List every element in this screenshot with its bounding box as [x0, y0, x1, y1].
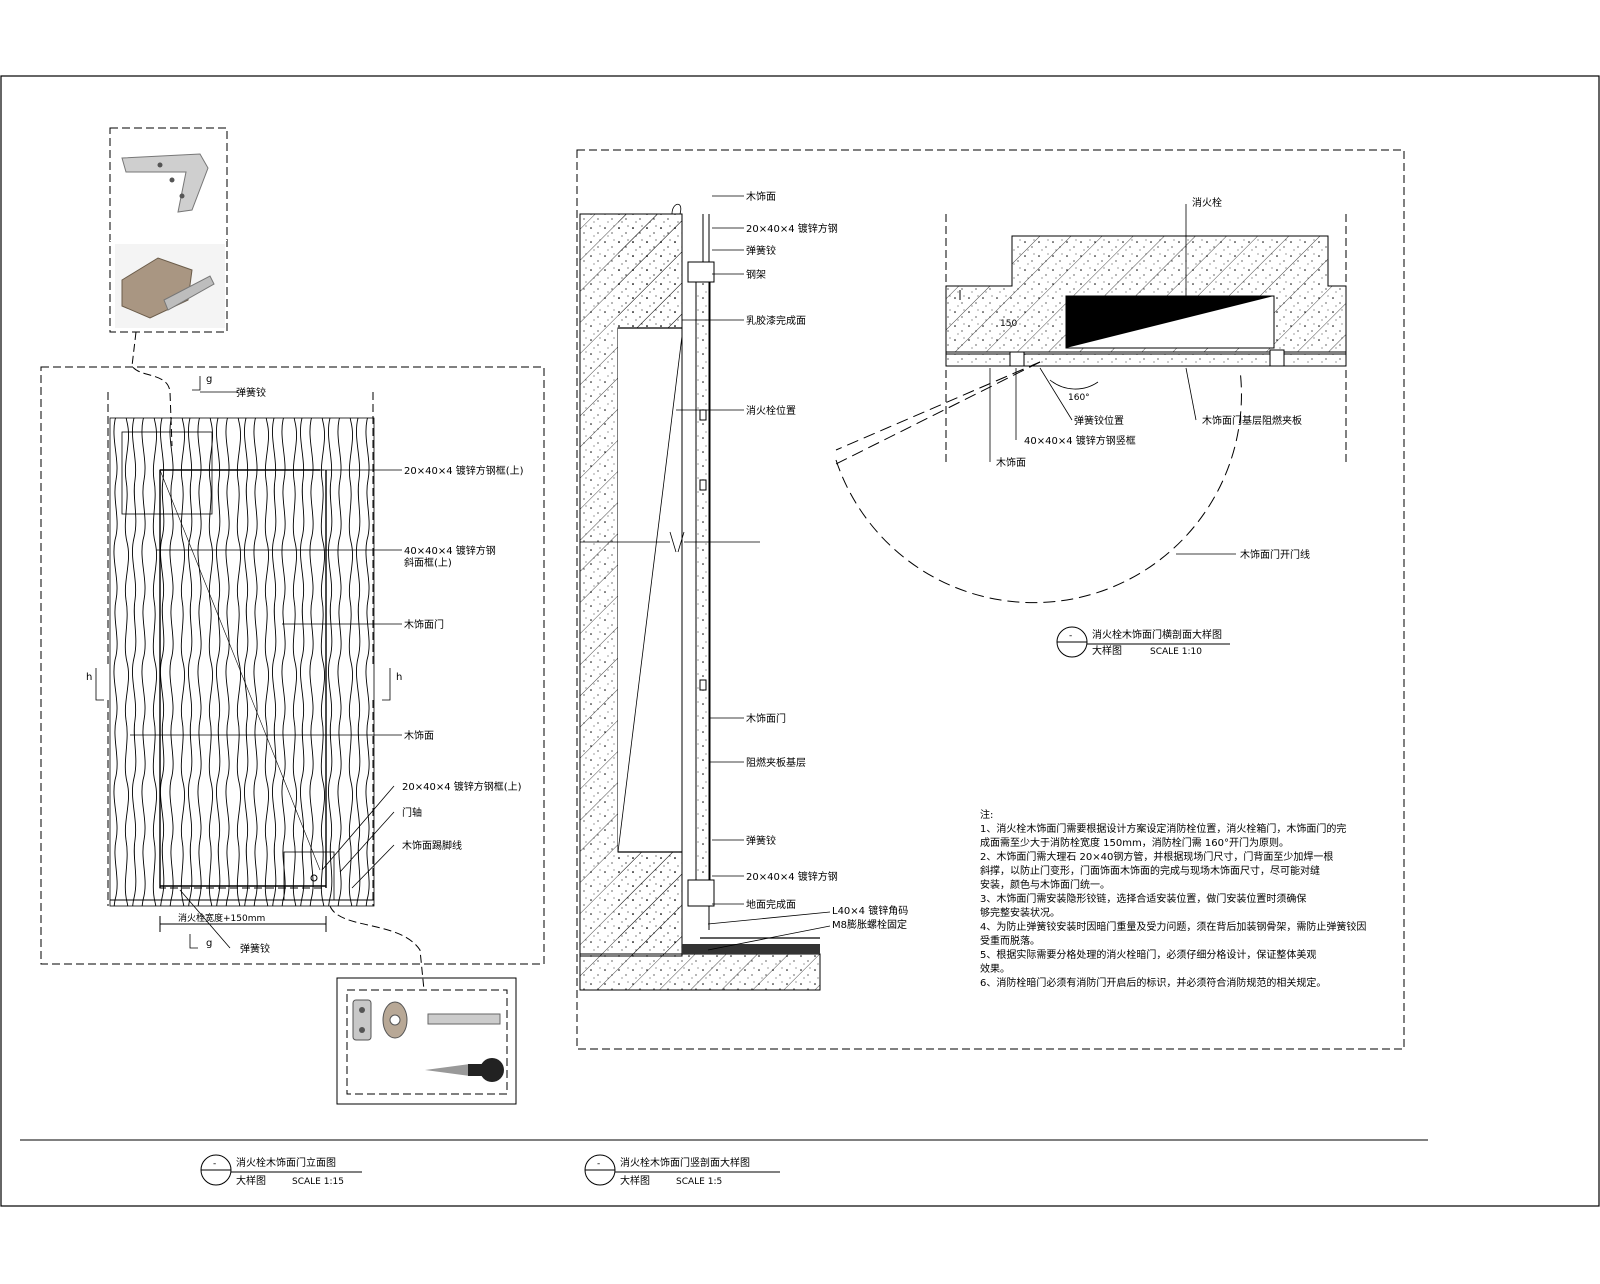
concrete-wall [579, 213, 683, 957]
elev-label-3: 斜面框(上) [404, 556, 452, 569]
title-section: - 消火栓木饰面门竖剖面大样图 大样图 SCALE 1:5 [584, 1154, 780, 1187]
svg-text:h: h [86, 672, 92, 683]
elev-label-0: 弹簧铰 [236, 386, 266, 399]
magnet-catch-photo-icon [115, 244, 225, 328]
svg-text:木饰面: 木饰面 [746, 190, 776, 203]
section-frame [576, 149, 1405, 1050]
floor-section [579, 937, 821, 991]
lock-photo-icon [352, 999, 504, 1082]
elev-label-1: 20×40×4 镀锌方钢框(上) [404, 464, 524, 477]
section-mark-h-left: h [86, 668, 104, 701]
svg-text:h: h [396, 672, 402, 683]
svg-text:消火栓位置: 消火栓位置 [746, 404, 796, 417]
svg-text:M8膨胀螺栓固定: M8膨胀螺栓固定 [832, 918, 907, 931]
svg-text:斜撑，以防止门变形，门面饰面木饰面的完成与现场木饰面尺寸，尽: 斜撑，以防止门变形，门面饰面木饰面的完成与现场木饰面尺寸，尽可能对缝 [980, 864, 1320, 877]
svg-text:150: 150 [1000, 319, 1017, 329]
section-mark-g-top: g [192, 374, 212, 391]
svg-text:-: - [597, 1159, 600, 1169]
svg-text:注:: 注: [980, 808, 993, 821]
lock-photo-frame [336, 977, 517, 1105]
svg-text:20×40×4 镀锌方钢: 20×40×4 镀锌方钢 [746, 870, 838, 883]
svg-text:消火栓木饰面门横剖面大样图: 消火栓木饰面门横剖面大样图 [1092, 628, 1222, 641]
svg-text:安装，颜色与木饰面门统一。: 安装，颜色与木饰面门统一。 [980, 878, 1110, 891]
svg-text:大样图: 大样图 [620, 1174, 650, 1187]
section-labels: 木饰面 20×40×4 镀锌方钢 弹簧铰 钢架 乳胶漆完成面 消火栓位置 木饰面… [676, 190, 908, 951]
svg-text:木饰面门基层阻燃夹板: 木饰面门基层阻燃夹板 [1202, 414, 1302, 427]
elev-label-8: 木饰面踢脚线 [402, 839, 462, 852]
elevation-frame [40, 366, 545, 965]
svg-text:6、消防栓暗门必须有消防门开启后的标识，并必须符合消防规范的: 6、消防栓暗门必须有消防门开启后的标识，并必须符合消防规范的相关规定。 [980, 976, 1326, 989]
plan-labels: 消火栓 弹簧铰位置 木饰面门基层阻燃夹板 40×40×4 镀锌方钢竖框 木饰面 … [989, 196, 1310, 561]
hinge-photo-icon [121, 153, 209, 213]
svg-text:40×40×4 镀锌方钢竖框: 40×40×4 镀锌方钢竖框 [1024, 434, 1136, 447]
title-elevation: - 消火栓木饰面门立面图 大样图 SCALE 1:15 [200, 1154, 362, 1187]
svg-text:g: g [206, 374, 212, 385]
svg-text:5、根据实际需要分格处理的消火栓暗门，必须仔细分格设计，保证: 5、根据实际需要分格处理的消火栓暗门，必须仔细分格设计，保证整体美观 [980, 948, 1316, 961]
svg-text:SCALE 1:5: SCALE 1:5 [676, 1177, 722, 1187]
svg-text:-: - [213, 1159, 216, 1169]
svg-text:L40×4 镀锌角码: L40×4 镀锌角码 [832, 904, 908, 917]
svg-text:弹簧铰: 弹簧铰 [746, 834, 776, 847]
elev-label-4: 木饰面门 [404, 618, 444, 631]
plan-title: - 消火栓木饰面门横剖面大样图 大样图 SCALE 1:10 [1056, 626, 1230, 658]
hinge-photo-frame [109, 127, 228, 333]
svg-text:受重而脱落。: 受重而脱落。 [980, 934, 1040, 947]
svg-text:2、木饰面门需大理石 20×40钢方管，并根据现场门尺寸，门: 2、木饰面门需大理石 20×40钢方管，并根据现场门尺寸，门背面至少加焊一根 [980, 850, 1333, 863]
svg-text:g: g [206, 938, 212, 949]
elev-label-6: 20×40×4 镀锌方钢框(上) [402, 780, 522, 793]
elev-label-7: 门轴 [402, 806, 422, 819]
svg-text:SCALE 1:10: SCALE 1:10 [1150, 647, 1202, 657]
svg-text:-: - [1069, 631, 1072, 641]
elev-label-2: 40×40×4 镀锌方钢 [404, 544, 496, 557]
elevation-labels: 弹簧铰 20×40×4 镀锌方钢框(上) 40×40×4 镀锌方钢 斜面框(上)… [130, 386, 524, 955]
svg-text:4、为防止弹簧铰安装时因暗门重量及受力问题，须在背后加装钢骨: 4、为防止弹簧铰安装时因暗门重量及受力问题，须在背后加装钢骨架，需防止弹簧铰因 [980, 920, 1366, 933]
svg-text:1、消火栓木饰面门需要根据设计方案设定消防栓位置，消火栓箱门: 1、消火栓木饰面门需要根据设计方案设定消防栓位置，消火栓箱门，木饰面门的完 [980, 822, 1346, 835]
elev-label-5: 木饰面 [404, 729, 434, 742]
svg-text:SCALE 1:15: SCALE 1:15 [292, 1177, 344, 1187]
section-mark-g-bottom: g [189, 934, 212, 949]
hinge-photo-divider [110, 240, 227, 241]
svg-text:弹簧铰: 弹簧铰 [746, 244, 776, 257]
svg-text:20×40×4 镀锌方钢: 20×40×4 镀锌方钢 [746, 222, 838, 235]
svg-text:够完整安装状况。: 够完整安装状况。 [980, 906, 1060, 919]
svg-text:效果。: 效果。 [980, 962, 1010, 975]
svg-text:钢架: 钢架 [746, 268, 766, 281]
section-mark-h-right: h [382, 668, 402, 701]
width-dimension: 消火栓宽度+150mm [159, 912, 327, 932]
sheet-border [0, 75, 1600, 1207]
svg-text:大样图: 大样图 [1092, 644, 1122, 657]
svg-text:消火栓木饰面门立面图: 消火栓木饰面门立面图 [236, 1156, 336, 1169]
svg-text:成面需至少大于消防栓宽度 150mm，消防栓门需 160°开: 成面需至少大于消防栓宽度 150mm，消防栓门需 160°开门为原则。 [980, 836, 1289, 849]
svg-text:3、木饰面门需安装隐形铰链，选择合适安装位置，做门安装位置时: 3、木饰面门需安装隐形铰链，选择合适安装位置，做门安装位置时须确保 [980, 892, 1306, 905]
svg-text:木饰面门: 木饰面门 [746, 712, 786, 725]
notes-block: 注: 1、消火栓木饰面门需要根据设计方案设定消防栓位置，消火栓箱门，木饰面门的完… [980, 808, 1366, 989]
svg-text:木饰面门开门线: 木饰面门开门线 [1240, 548, 1310, 561]
svg-text:消火栓宽度+150mm: 消火栓宽度+150mm [178, 912, 265, 924]
plan-section: 160° 150 [831, 214, 1347, 604]
wood-panel [109, 417, 375, 907]
svg-text:160°: 160° [1068, 393, 1090, 403]
svg-text:地面完成面: 地面完成面 [746, 898, 796, 911]
svg-text:消火栓: 消火栓 [1192, 196, 1222, 209]
svg-text:弹簧铰位置: 弹簧铰位置 [1074, 414, 1124, 427]
svg-text:大样图: 大样图 [236, 1174, 266, 1187]
svg-text:阻燃夹板基层: 阻燃夹板基层 [746, 756, 806, 769]
svg-text:木饰面: 木饰面 [996, 456, 1026, 469]
svg-text:乳胶漆完成面: 乳胶漆完成面 [746, 314, 806, 327]
elev-bottom-label: 弹簧铰 [240, 942, 270, 955]
door-panel-section [687, 214, 715, 930]
svg-text:消火栓木饰面门竖剖面大样图: 消火栓木饰面门竖剖面大样图 [620, 1156, 750, 1169]
